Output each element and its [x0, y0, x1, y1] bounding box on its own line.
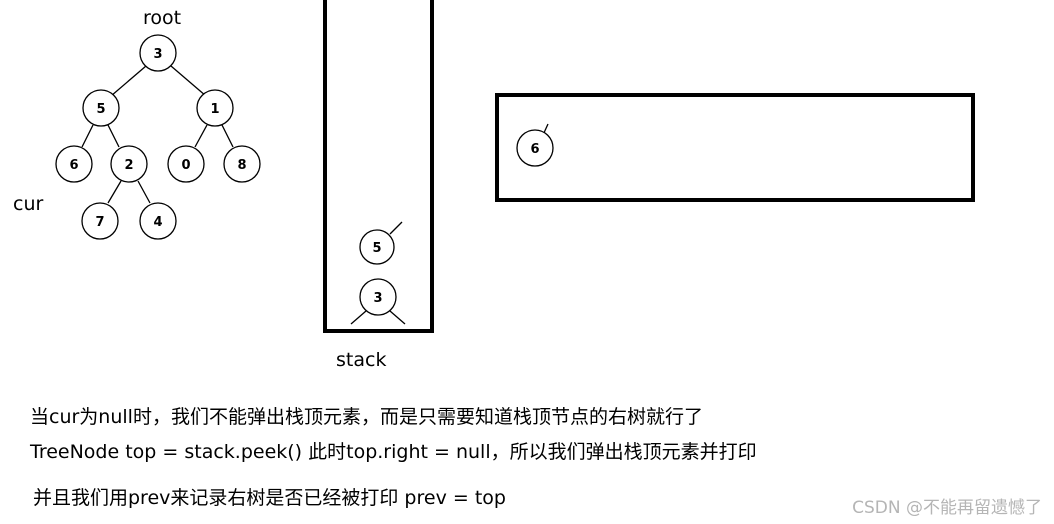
root-label: root: [143, 7, 182, 29]
edge-2-7: [107, 180, 122, 204]
node-label: 4: [153, 215, 162, 230]
node-label: 8: [237, 158, 246, 173]
node-label: 1: [210, 102, 219, 117]
output-box: [495, 93, 975, 202]
node-label: 2: [124, 158, 133, 173]
node-label: 5: [96, 102, 105, 117]
tree-node-left-left: 6: [55, 145, 93, 183]
tree-node-right: 1: [196, 89, 234, 127]
node-label: 6: [530, 142, 539, 157]
stack-item-bottom: 3: [350, 278, 406, 325]
tree-node-right-right: 8: [223, 145, 261, 183]
node-label: 7: [95, 215, 104, 230]
tree-node-root: 3: [139, 34, 177, 72]
tree-node-right-left: 0: [167, 145, 205, 183]
node-label: 6: [69, 158, 78, 173]
edge-1-8: [221, 124, 234, 148]
edge-3-5: [110, 65, 147, 97]
tree-node-left: 5: [82, 89, 120, 127]
tree-node-left-right-right: 4: [139, 202, 177, 240]
edge-2-4: [137, 180, 151, 204]
watermark: CSDN @不能再留遗憾了: [852, 498, 1042, 518]
node-label: 3: [373, 291, 382, 306]
node-label: 3: [153, 47, 162, 62]
node-label: 5: [372, 241, 381, 256]
cur-label: cur: [13, 193, 44, 215]
stack-label: stack: [336, 349, 387, 371]
tree-node-left-right-left: 7: [81, 202, 119, 240]
node-label: 0: [181, 158, 190, 173]
edge-5-6: [81, 124, 94, 148]
explanation-line-3: 并且我们用prev来记录右树是否已经被打印 prev = top: [33, 487, 506, 509]
edge-5-2: [107, 124, 120, 148]
stack-item-top: 5: [359, 221, 403, 265]
explanation-line-1: 当cur为null时，我们不能弹出栈顶元素，而是只需要知道栈顶节点的右树就行了: [30, 406, 703, 428]
tree-edges: [81, 65, 234, 204]
explanation-line-2: TreeNode top = stack.peek() 此时top.right …: [30, 441, 757, 463]
stack-container: [323, 0, 434, 333]
output-item: 6: [516, 123, 554, 167]
edge-1-0: [194, 124, 208, 148]
tree-node-left-right: 2: [110, 145, 148, 183]
edge-3-1: [170, 65, 207, 97]
